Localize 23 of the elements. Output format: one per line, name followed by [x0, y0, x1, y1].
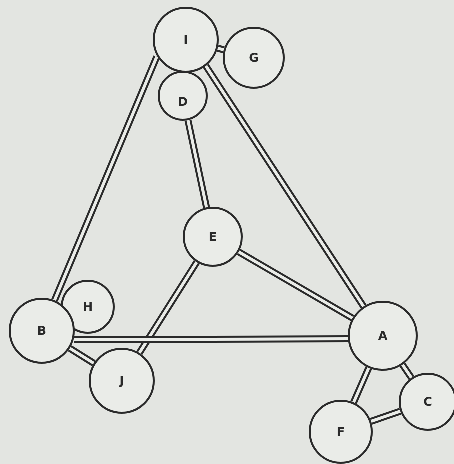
- node-label: A: [378, 329, 388, 343]
- node-label: C: [424, 395, 432, 409]
- node-label: D: [178, 95, 188, 109]
- node-label: G: [249, 51, 259, 65]
- node-label: F: [336, 425, 346, 439]
- node-label: I: [184, 33, 188, 47]
- double-line-connector: [237, 249, 354, 322]
- node-circle: [348, 301, 418, 371]
- node-label: J: [120, 374, 124, 388]
- node-label: E: [208, 230, 218, 244]
- double-line-connector: [52, 56, 160, 302]
- double-line-connector: [184, 120, 210, 208]
- node-label: H: [82, 300, 94, 314]
- node-circle: [158, 71, 208, 121]
- double-line-connector: [400, 362, 415, 380]
- double-line-connector: [350, 366, 372, 404]
- node-label: B: [37, 324, 47, 338]
- double-line-connector: [68, 346, 96, 366]
- double-line-connector: [370, 408, 402, 425]
- node-circle: [399, 373, 454, 431]
- double-line-connector: [74, 336, 348, 344]
- double-line-connector: [203, 64, 367, 309]
- double-line-connector: [136, 260, 200, 355]
